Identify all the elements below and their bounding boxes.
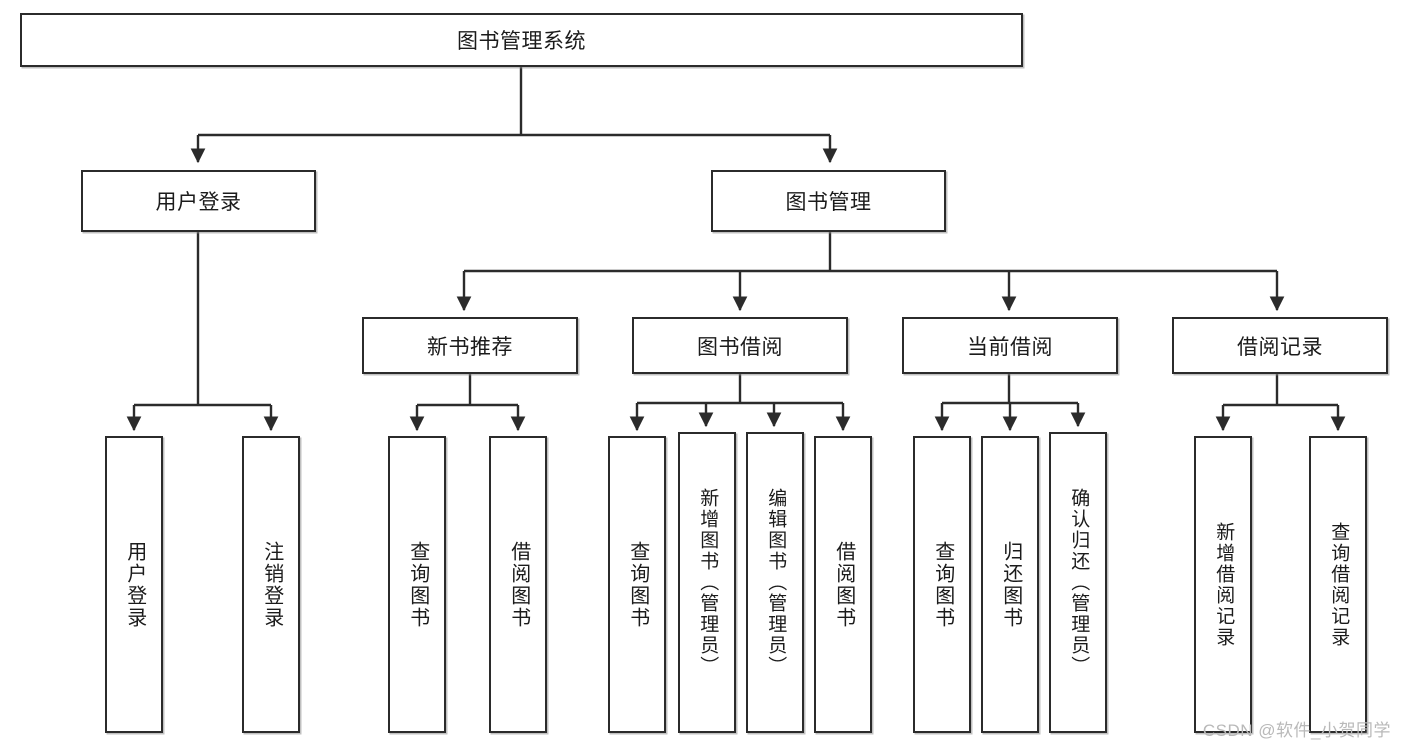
node-current-borrow-label: 当前借阅 bbox=[967, 335, 1053, 359]
node-leaf-user-login-label: 用户登录 bbox=[123, 540, 146, 629]
node-book-borrow[interactable]: 图书借阅 bbox=[632, 317, 848, 374]
node-book-manage-label: 图书管理 bbox=[785, 191, 872, 214]
node-leaf-query-book-3[interactable]: 查询图书 bbox=[913, 436, 971, 733]
node-leaf-edit-book-label: 编辑图书（管理员） bbox=[765, 488, 787, 677]
node-borrow-record[interactable]: 借阅记录 bbox=[1172, 317, 1388, 374]
node-leaf-return-book[interactable]: 归还图书 bbox=[981, 436, 1039, 733]
node-leaf-query-book-2[interactable]: 查询图书 bbox=[608, 436, 666, 733]
node-leaf-borrow-book-1-label: 借阅图书 bbox=[507, 540, 530, 629]
node-leaf-confirm-return-label: 确认归还（管理员） bbox=[1068, 488, 1090, 677]
node-leaf-borrow-book-2[interactable]: 借阅图书 bbox=[814, 436, 872, 733]
watermark-text: CSDN @软件_小贺同学 bbox=[1202, 721, 1391, 740]
node-leaf-add-book-label: 新增图书（管理员） bbox=[697, 488, 719, 677]
node-leaf-borrow-book-2-label: 借阅图书 bbox=[832, 540, 855, 629]
node-new-book-recommend[interactable]: 新书推荐 bbox=[362, 317, 578, 374]
node-leaf-logout-label: 注销登录 bbox=[260, 540, 283, 629]
node-root-label: 图书管理系统 bbox=[457, 30, 586, 53]
node-leaf-query-book-1-label: 查询图书 bbox=[406, 540, 429, 629]
node-user-login[interactable]: 用户登录 bbox=[81, 170, 316, 232]
node-leaf-add-book[interactable]: 新增图书（管理员） bbox=[678, 432, 736, 733]
node-borrow-record-label: 借阅记录 bbox=[1237, 335, 1323, 359]
node-leaf-logout[interactable]: 注销登录 bbox=[242, 436, 300, 733]
node-book-manage[interactable]: 图书管理 bbox=[711, 170, 946, 232]
node-user-login-label: 用户登录 bbox=[155, 191, 242, 214]
node-leaf-add-record[interactable]: 新增借阅记录 bbox=[1194, 436, 1252, 733]
node-leaf-query-book-2-label: 查询图书 bbox=[626, 540, 649, 629]
node-leaf-confirm-return[interactable]: 确认归还（管理员） bbox=[1049, 432, 1107, 733]
node-leaf-query-book-1[interactable]: 查询图书 bbox=[388, 436, 446, 733]
node-current-borrow[interactable]: 当前借阅 bbox=[902, 317, 1118, 374]
node-new-book-recommend-label: 新书推荐 bbox=[427, 335, 513, 359]
node-leaf-add-record-label: 新增借阅记录 bbox=[1213, 521, 1235, 648]
node-leaf-query-record-label: 查询借阅记录 bbox=[1328, 521, 1350, 648]
node-leaf-edit-book[interactable]: 编辑图书（管理员） bbox=[746, 432, 804, 733]
node-leaf-query-book-3-label: 查询图书 bbox=[931, 540, 954, 629]
node-leaf-borrow-book-1[interactable]: 借阅图书 bbox=[489, 436, 547, 733]
node-book-borrow-label: 图书借阅 bbox=[697, 335, 783, 359]
node-leaf-query-record[interactable]: 查询借阅记录 bbox=[1309, 436, 1367, 733]
node-root[interactable]: 图书管理系统 bbox=[20, 13, 1023, 67]
node-leaf-return-book-label: 归还图书 bbox=[999, 540, 1022, 629]
node-leaf-user-login[interactable]: 用户登录 bbox=[105, 436, 163, 733]
